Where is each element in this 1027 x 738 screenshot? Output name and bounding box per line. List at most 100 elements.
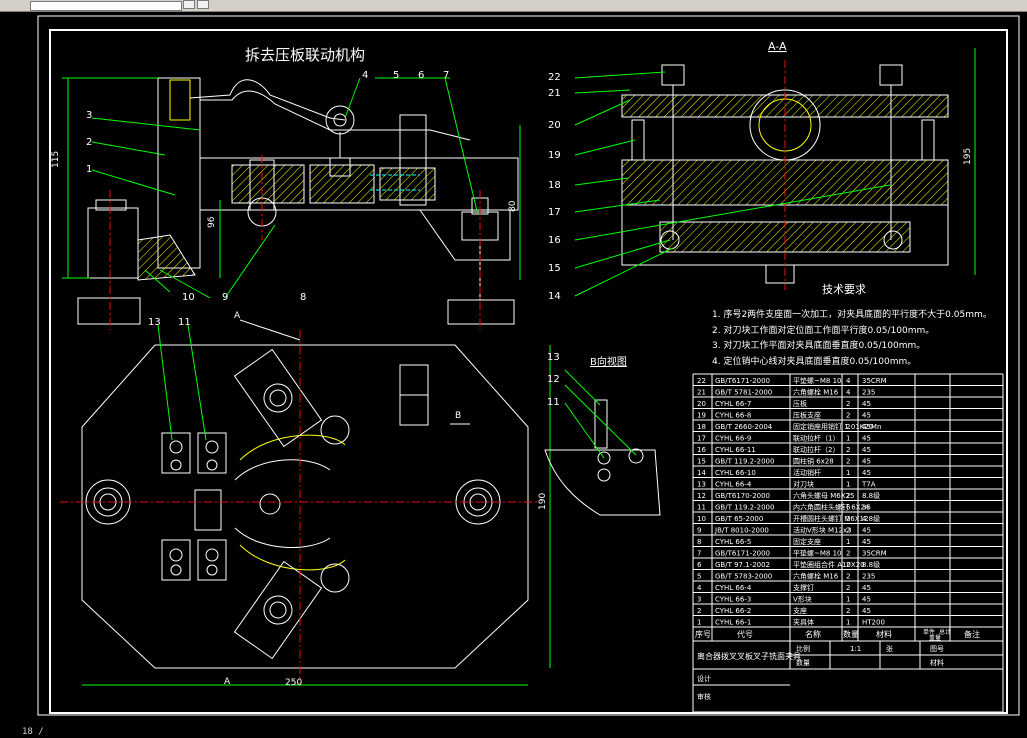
bom-row-name: V形块 [793, 595, 812, 604]
bom-row-code: JB/T 8010-2000 [714, 527, 769, 535]
bom-row-qty: 2 [846, 607, 850, 615]
bom-row-material: 45 [862, 435, 871, 443]
plan-callout-labels: 13 11 [148, 317, 191, 328]
bom-row-code: CYHL 66-8 [715, 412, 751, 420]
command-line[interactable]: 18 / [22, 727, 44, 737]
bom-row-name: 六角螺栓 M16 [793, 388, 839, 397]
bom-row-name: 圆柱销 6x28 [793, 457, 834, 466]
bom-row-no: 21 [697, 389, 706, 397]
plan-callout-11: 11 [178, 317, 191, 328]
view-b-callout-labels: 13 12 11 [547, 352, 560, 408]
bom-row-material: 45 [862, 458, 871, 466]
bom-row-material: 35CRM [862, 377, 887, 385]
bom-row-qty: 1 [846, 619, 850, 627]
bom-row-code: CYHL 66-4 [715, 584, 752, 592]
bom-row-qty: 2 [846, 446, 850, 454]
cad-drawing: 拆去压板联动机构 [37, 15, 1020, 716]
cut-b: B [455, 411, 461, 421]
bom-row-qty: 2 [846, 573, 850, 581]
bom-row-code: CYHL 66-4 [715, 481, 752, 489]
bom-row-code: CYHL 66-5 [715, 538, 751, 546]
section-label: A-A [768, 40, 787, 53]
bom-row-qty: 2 [846, 527, 850, 535]
bom-row-material: 45 [862, 607, 871, 615]
tech-note-2: 2. 对刀块工作面对定位面工作面平行度0.05/100mm。 [712, 324, 934, 336]
bom-row-name: 夹具体 [793, 618, 814, 627]
bom-row-qty: 4 [846, 389, 851, 397]
bom-row-code: CYHL 66-2 [715, 607, 751, 615]
prev-button[interactable] [183, 0, 195, 9]
bom-row-code: GB/T6170-2000 [715, 492, 770, 500]
bom-row-no: 12 [697, 492, 706, 500]
bom-row-code: GB/T6171-2000 [715, 377, 770, 385]
bom-row-name: 活动V形块 M12x3 [793, 526, 852, 535]
bom-row-qty: 2 [846, 458, 850, 466]
dim-96: 96 [207, 216, 217, 228]
callout-2: 2 [86, 137, 92, 148]
tech-note-3: 3. 对刀块工作平面对夹具底面垂直度0.05/100mm。 [712, 339, 925, 351]
bom-row-no: 6 [697, 561, 702, 569]
bom-row-material: 8.8级 [862, 560, 880, 569]
bom-row-material: 35 [862, 504, 871, 512]
bom-row-qty: 2 [846, 561, 850, 569]
bom-header-qty: 数量 [843, 629, 859, 639]
bom-header-code: 代号 [737, 629, 753, 639]
front-callouts [91, 77, 479, 299]
dim-195: 195 [963, 148, 973, 165]
title-block-sheet-label: 张 [886, 644, 893, 653]
callout-17: 17 [548, 207, 561, 218]
front-callout-labels: 3 2 1 4 5 6 7 8 9 10 [86, 70, 449, 303]
bom-row-material: 45 [862, 538, 871, 546]
plan-callout-13: 13 [148, 317, 161, 328]
bom-row-qty: 6 [846, 504, 851, 512]
bom-row-material: 45 [862, 400, 871, 408]
bom-header-total: 总计 [939, 628, 951, 636]
view-b-title: B向视图 [590, 355, 627, 368]
layer-control[interactable] [30, 1, 182, 11]
bom-row-material: 45 [862, 584, 871, 592]
plan-view: A A B 250 190 [60, 311, 551, 688]
callout-20: 20 [548, 120, 561, 131]
drawing-viewport[interactable]: 拆去压板联动机构 [0, 12, 1027, 727]
bom-row-no: 19 [697, 412, 706, 420]
bom-row-name: 平垫螺~M8 10 [793, 376, 842, 385]
callout-10: 10 [182, 292, 195, 303]
title-block-qty-label: 数量 [796, 658, 810, 667]
bom-row-qty: 2 [846, 584, 850, 592]
dim-115: 115 [51, 151, 61, 168]
bom-row-code: GB/T6171-2000 [715, 550, 770, 558]
view-b: B向视图 [544, 355, 661, 516]
title-block-designer: 设计 [697, 674, 711, 683]
b-callout-13: 13 [547, 352, 560, 363]
next-button[interactable] [197, 0, 209, 9]
bom-row-no: 3 [697, 596, 701, 604]
inner-frame [49, 29, 1008, 714]
bom-row-qty: 2 [846, 515, 850, 523]
bom-row-no: 20 [697, 400, 706, 408]
bom-row-material: 4.8级 [862, 514, 880, 523]
callout-7: 7 [443, 70, 449, 81]
bom-row-material: 45Mn [862, 423, 881, 431]
tech-note-1: 1. 序号2两件支座面一次加工，对夹具底面的平行度不大于0.05mm。 [712, 308, 992, 320]
callout-19: 19 [548, 150, 561, 161]
bom-row-no: 18 [697, 423, 706, 431]
bom-row-name: 内六角圆柱头螺钉 6X24 [793, 503, 870, 512]
cut-a-bottom: A [224, 677, 231, 687]
bom-row-no: 1 [697, 619, 701, 627]
dim-80: 80 [508, 200, 518, 212]
tech-note-4: 4. 定位销中心线对夹具底面垂直度0.05/100mm。 [712, 355, 916, 367]
bom-row-material: 235 [862, 389, 875, 397]
title-block-material-label: 材料 [930, 658, 944, 667]
bom-header-weight: 重量 [929, 634, 941, 642]
bom-header-unit: 单件 [923, 628, 935, 636]
bom-row-no: 15 [697, 458, 706, 466]
section-callout-labels: 22 21 20 19 18 17 16 15 14 [548, 72, 561, 302]
bom-row-qty: 2 [846, 492, 850, 500]
bom-row-no: 7 [697, 550, 701, 558]
bom-row-code: GB/T 119.2-2000 [715, 504, 774, 512]
bom-row-name: 支座 [793, 606, 807, 615]
callout-16: 16 [548, 235, 561, 246]
bom-row-code: CYHL 66-11 [715, 446, 756, 454]
dim-190: 190 [538, 493, 548, 510]
